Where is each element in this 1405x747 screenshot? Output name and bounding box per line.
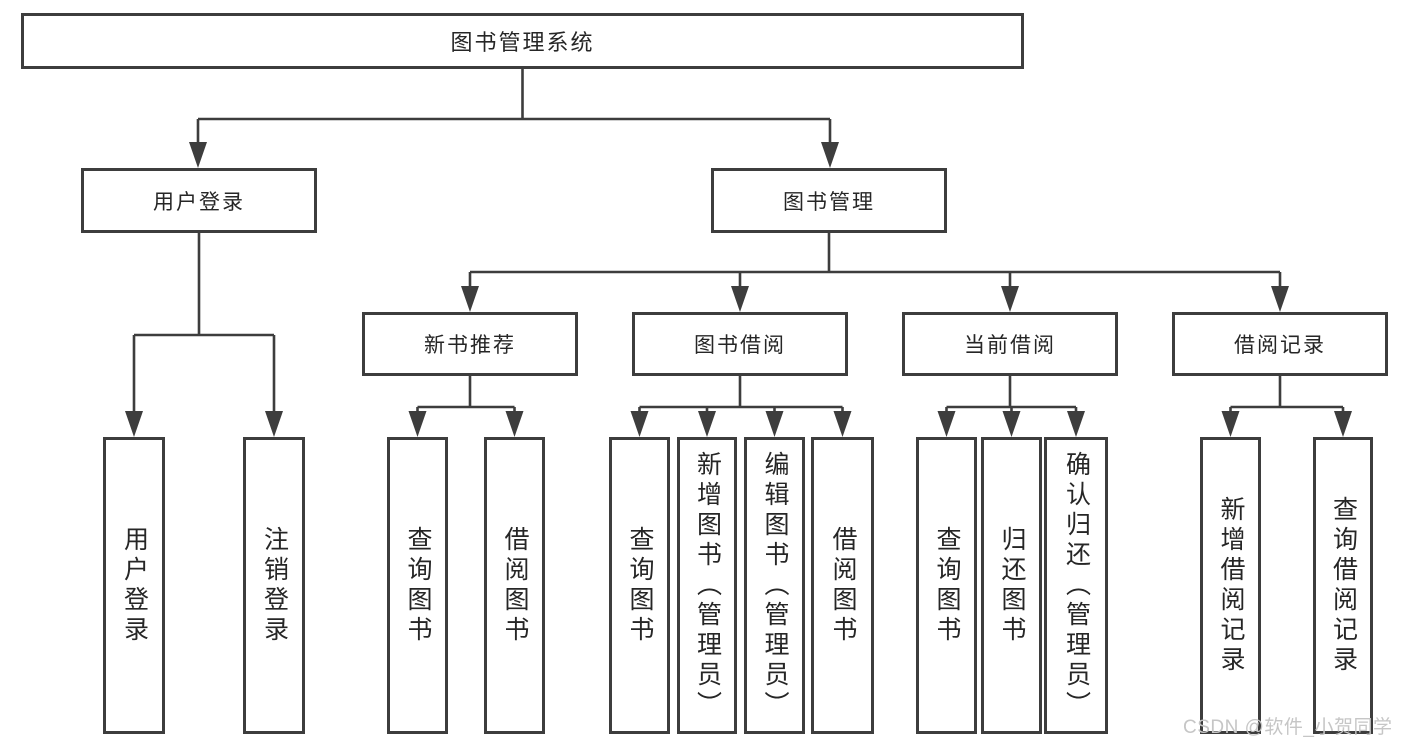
node-query-borrow-record: 查询借阅记录 <box>1313 437 1373 734</box>
node-label: 查询借阅记录 <box>1329 495 1358 676</box>
node-label: 注销登录 <box>260 525 289 646</box>
node-label: 新增借阅记录 <box>1217 495 1245 676</box>
node-query-books-borrow: 查询图书 <box>609 437 670 734</box>
node-label: 借阅图书 <box>501 525 529 646</box>
node-return-book: 归还图书 <box>981 437 1042 734</box>
node-label: 用户登录 <box>120 525 149 646</box>
node-label: 借阅记录 <box>1234 334 1326 357</box>
node-borrowing-records: 借阅记录 <box>1172 312 1388 376</box>
node-label: 当前借阅 <box>964 334 1056 357</box>
node-borrow-books: 借阅图书 <box>811 437 874 734</box>
node-query-books-recommend: 查询图书 <box>387 437 448 734</box>
node-library-management-system: 图书管理系统 <box>21 13 1024 69</box>
node-label: 新书推荐 <box>424 334 516 357</box>
node-book-management-branch: 图书管理 <box>711 168 947 233</box>
node-label: 查询图书 <box>404 525 432 646</box>
node-add-borrow-record: 新增借阅记录 <box>1200 437 1261 734</box>
node-user-login-branch: 用户登录 <box>81 168 317 233</box>
node-label: 确认归还（管理员） <box>1062 450 1091 721</box>
node-label: 用户登录 <box>153 190 245 214</box>
node-edit-book-admin: 编辑图书（管理员） <box>744 437 805 734</box>
node-add-book-admin: 新增图书（管理员） <box>677 437 737 734</box>
node-borrow-books-recommend: 借阅图书 <box>484 437 545 734</box>
node-new-book-recommendation: 新书推荐 <box>362 312 578 376</box>
node-book-borrowing: 图书借阅 <box>632 312 848 376</box>
node-current-borrowing: 当前借阅 <box>902 312 1118 376</box>
watermark: CSDN @软件_小贺同学 <box>1183 717 1393 738</box>
node-label: 归还图书 <box>998 525 1026 646</box>
node-label: 新增图书（管理员） <box>693 450 722 721</box>
node-logout: 注销登录 <box>243 437 305 734</box>
node-label: 编辑图书（管理员） <box>761 450 789 721</box>
node-label: 借阅图书 <box>829 525 857 646</box>
node-label: 查询图书 <box>933 525 961 646</box>
node-user-login: 用户登录 <box>103 437 165 734</box>
node-label: 图书管理 <box>783 190 875 214</box>
node-query-books-current: 查询图书 <box>916 437 977 734</box>
node-label: 查询图书 <box>626 525 654 646</box>
node-confirm-return-admin: 确认归还（管理员） <box>1044 437 1108 734</box>
node-label: 图书借阅 <box>694 334 786 357</box>
node-label: 图书管理系统 <box>450 30 595 55</box>
